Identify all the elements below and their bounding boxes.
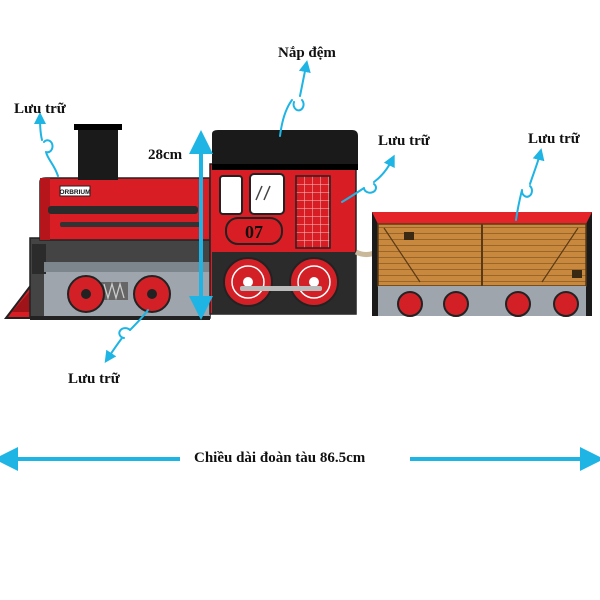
label-storage-cab: Lưu trữ <box>378 133 430 149</box>
label-height: 28cm <box>148 147 183 163</box>
locomotive-cab: 07 <box>209 130 358 315</box>
callout-line-chimney <box>40 118 59 177</box>
front-wheels <box>67 275 171 313</box>
wagon-wheels <box>397 291 579 317</box>
callout-line-bottom <box>108 309 149 358</box>
callout-line-lid <box>279 66 306 137</box>
cab-wheels <box>223 257 339 307</box>
wagon <box>372 212 592 317</box>
label-storage-chimney: Lưu trữ <box>14 101 66 117</box>
label-storage-bottom: Lưu trữ <box>68 371 120 387</box>
callout-line-wagon <box>515 154 540 221</box>
locomotive-boiler: ORBRIUM <box>3 124 211 320</box>
callout-line-cab <box>341 160 392 203</box>
number-plate-text: 07 <box>245 222 263 242</box>
brand-plate-text: ORBRIUM <box>59 189 90 196</box>
label-cushion-lid: Nắp đệm <box>278 45 336 61</box>
label-total-length: Chiều dài đoàn tàu 86.5cm <box>194 450 366 466</box>
label-storage-wagon: Lưu trữ <box>528 131 580 147</box>
